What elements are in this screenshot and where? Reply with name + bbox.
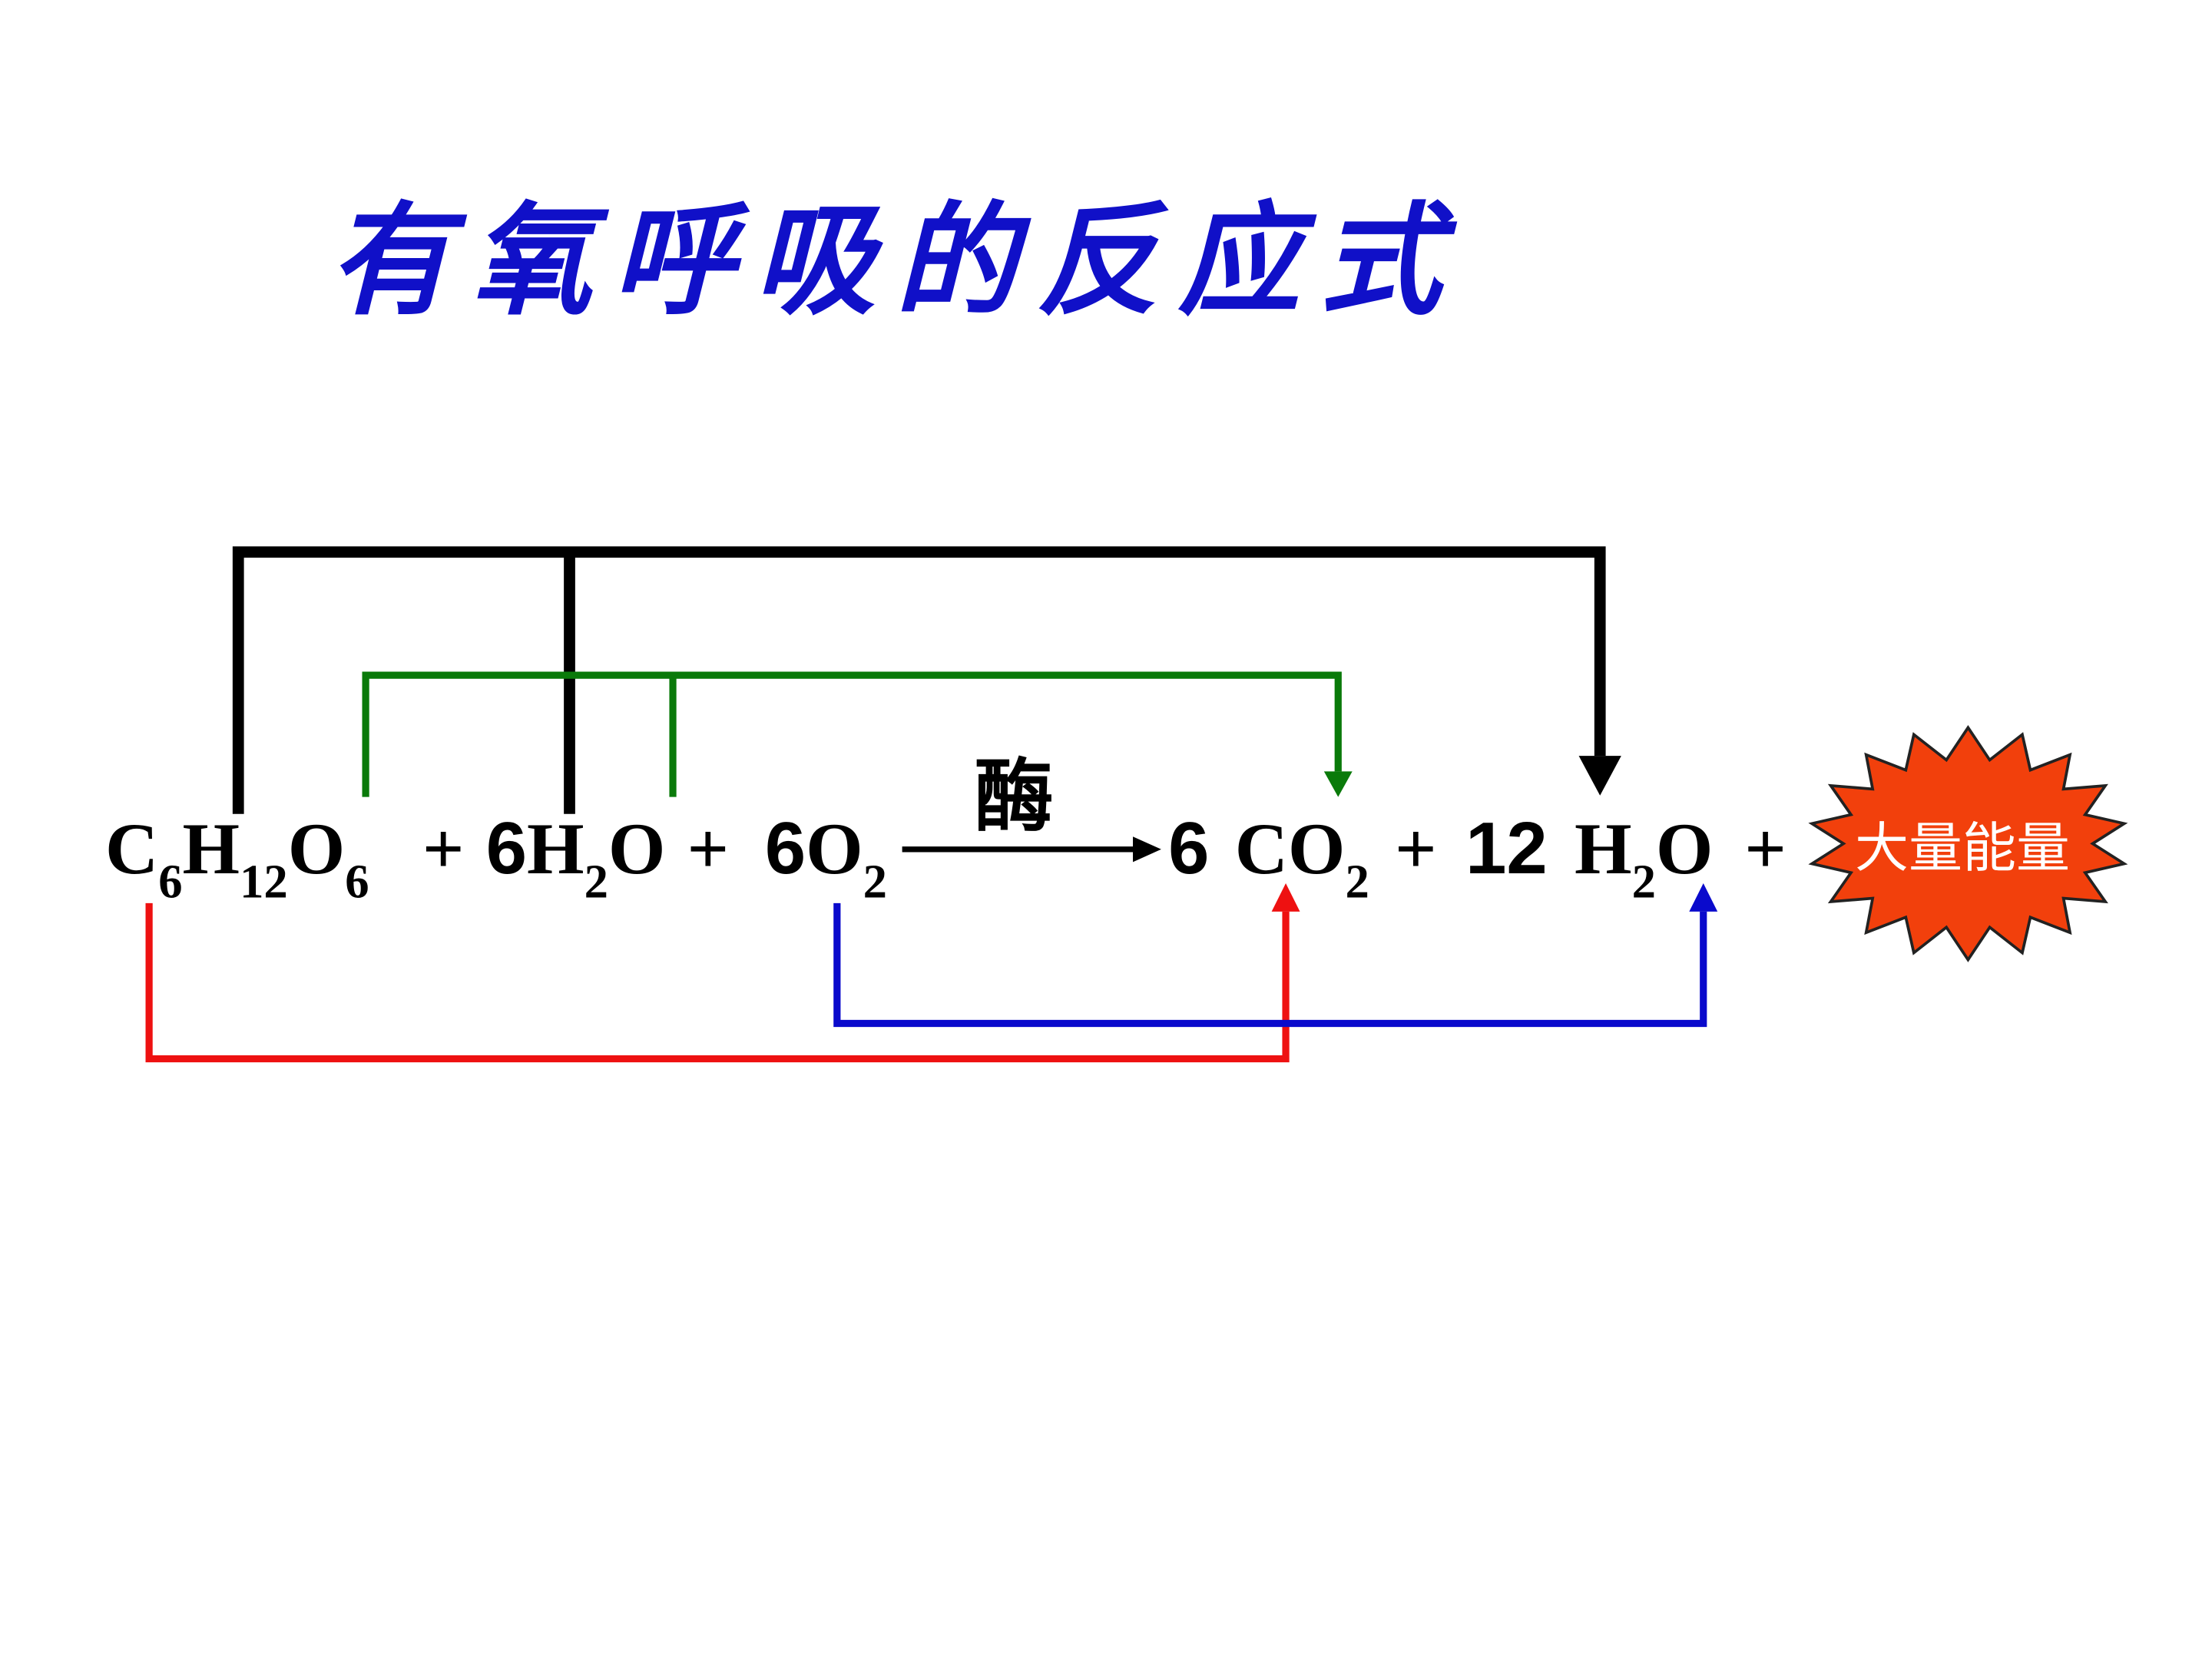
equation: C6H12O6 + 6H2O + 6O2 酶 6 CO2 + 12 H2O +: [105, 754, 1786, 909]
co2-coefficient: 6: [1168, 807, 1209, 889]
green-oxygen-tracer: [362, 671, 1342, 797]
reaction-arrowhead: [1133, 836, 1161, 863]
water-product-formula: H2O: [1575, 808, 1713, 908]
blue-oxygen-tracer: [833, 902, 1707, 1028]
plus-sign-2: +: [687, 808, 729, 889]
page-title: 有氧呼吸的反应式: [329, 195, 1461, 329]
energy-label: 大量能量: [1855, 818, 2070, 878]
plus-sign-1: +: [422, 808, 465, 889]
black-arrowhead: [1578, 756, 1621, 796]
co2-formula: CO2: [1235, 808, 1369, 908]
green-arrowhead: [1323, 771, 1353, 797]
red-carbon-tracer: [145, 902, 1290, 1063]
oxygen-reactant-formula: 6O2: [765, 807, 887, 908]
blue-arrowhead: [1689, 883, 1718, 912]
red-arrowhead: [1271, 883, 1300, 912]
black-hydrogen-tracer: [232, 546, 1606, 814]
plus-sign-3: +: [1395, 808, 1437, 889]
enzyme-label: 酶: [975, 754, 1054, 842]
water-product-coefficient: 12: [1465, 807, 1548, 889]
glucose-formula: C6H12O6: [105, 808, 369, 908]
plus-sign-4: +: [1744, 808, 1786, 889]
water-reactant-formula: 6H2O: [486, 807, 666, 908]
energy-burst-shape: [1808, 724, 2128, 962]
